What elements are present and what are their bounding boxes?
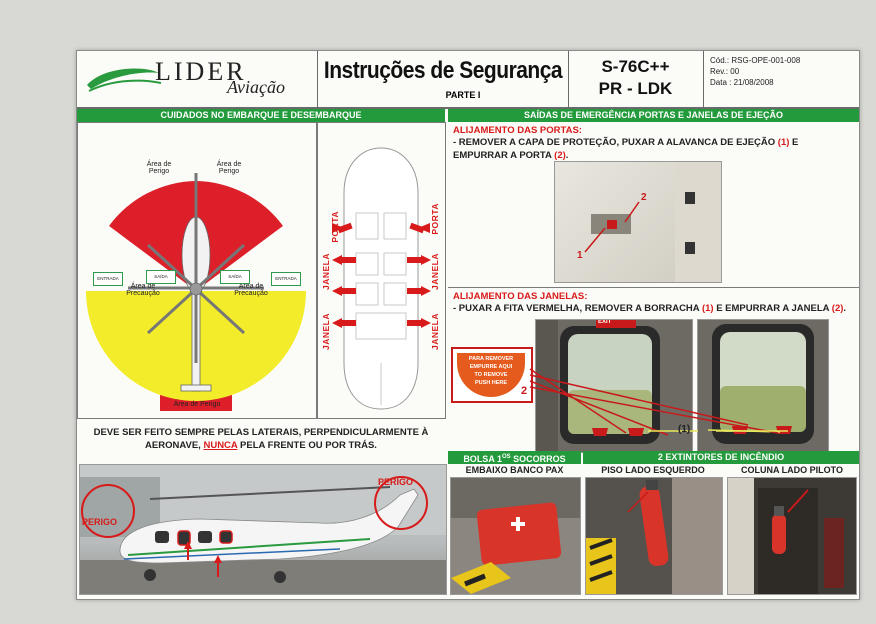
- cabin-label-window-left-top: JANELA: [321, 253, 331, 291]
- title-block: Instruções de Segurança PARTE I: [318, 51, 568, 107]
- cabin-label-door-right: PORTA: [430, 203, 440, 235]
- logo-sub-text: Aviação: [227, 77, 285, 97]
- window-num-1: (1): [701, 303, 714, 314]
- door-photo-mark-1: 1: [577, 250, 583, 261]
- logo-main-text: LIDER: [155, 57, 247, 86]
- document-code: Cód.: RSG-OPE-001-008: [710, 56, 801, 65]
- door-text-a: - REMOVER A CAPA DE PROTEÇÃO, PUXAR A AL…: [453, 137, 778, 148]
- window-text-a: - PUXAR A FITA VERMELHA, REMOVER A BORRA…: [453, 303, 702, 314]
- danger-zone-label-right: Área de Perigo: [216, 161, 242, 175]
- first-aid-kit-photo: [450, 477, 581, 595]
- cabin-label-window-right-bottom: JANELA: [430, 313, 440, 351]
- danger-zone-label-left: Área de Perigo: [146, 161, 172, 175]
- danger-label-rear: PERIGO: [378, 477, 414, 487]
- first-aid-title-end: SOCORROS: [510, 454, 566, 464]
- entrance-arrow-left: ENTRADA: [93, 272, 123, 286]
- sticker-line-4: PUSH HERE: [474, 380, 508, 386]
- first-aid-section-title: BOLSA 1OS SOCORROS: [448, 451, 581, 464]
- window-photo-mark-1: (1): [678, 424, 691, 435]
- first-aid-title-start: BOLSA 1: [463, 454, 502, 464]
- window-jettison-text: - PUXAR A FITA VERMELHA, REMOVER A BORRA…: [453, 302, 853, 315]
- warning-text-end: PELA FRENTE OU POR TRÁS.: [237, 440, 377, 451]
- part-label: PARTE I: [445, 90, 481, 100]
- door-lever-photo: 1 2: [554, 161, 722, 283]
- danger-label-front: PERIGO: [82, 517, 118, 527]
- model-name: S-76C++: [601, 57, 670, 76]
- safety-zone-diagram: Área de Perigo Área de Perigo Área de Pr…: [77, 122, 317, 419]
- sticker-line-2: EMPURRE AQUI: [469, 364, 513, 370]
- window-text-c: .: [843, 303, 847, 314]
- cabin-label-door-left: PORTA: [330, 211, 340, 243]
- sticker-line-3: TO REMOVE: [474, 372, 508, 378]
- sticker-mark-2: 2: [521, 385, 528, 397]
- window-jettison-instructions: ALIJAMENTO DAS JANELAS: - PUXAR A FITA V…: [453, 291, 853, 315]
- logo: LIDER Aviação: [77, 51, 317, 107]
- warning-text-start: DEVE SER FEITO SEMPRE PELAS LATERAIS, PE…: [93, 427, 429, 451]
- door-text-b: E EMPURRAR A PORTA: [453, 137, 799, 161]
- model-block: S-76C++ PR - LDK: [568, 51, 703, 107]
- floor-extinguisher-photo: [585, 477, 723, 595]
- window-callout-lines: [529, 368, 788, 436]
- document-info: Cód.: RSG-OPE-001-008 Rev.: 00 Data : 21…: [704, 51, 859, 107]
- caption-floor-extinguisher: PISO LADO ESQUERDO: [601, 465, 705, 475]
- document-revision: Rev.: 00: [710, 67, 740, 76]
- danger-zone-label-bottom: Área de Perigo: [173, 401, 221, 408]
- exit-arrow-right: SAÍDA: [220, 270, 250, 284]
- exits-section-title: SAÍDAS DE EMERGÊNCIA PORTAS E JANELAS DE…: [448, 109, 859, 122]
- door-num-1: (1): [777, 137, 790, 148]
- entrance-arrow-right: ENTRADA: [271, 272, 301, 286]
- warning-never: NUNCA: [203, 440, 238, 451]
- cabin-layout-diagram: JANELA JANELA PORTA JANELA JANELA PORTA: [317, 122, 446, 419]
- cabin-label-window-right-top: JANELA: [430, 253, 440, 291]
- door-jettison-text: - REMOVER A CAPA DE PROTEÇÃO, PUXAR A AL…: [453, 136, 853, 162]
- door-jettison-instructions: ALIJAMENTO DAS PORTAS: - REMOVER A CAPA …: [453, 125, 853, 162]
- exit-sign: EXIT: [598, 319, 612, 325]
- first-aid-title-sup: OS: [501, 454, 511, 460]
- door-text-c: .: [565, 150, 569, 161]
- door-photo-mark-2: 2: [641, 192, 647, 203]
- caption-column-extinguisher: COLUNA LADO PILOTO: [741, 465, 843, 475]
- document-date: Data : 21/08/2008: [710, 78, 774, 87]
- header: LIDER Aviação Instruções de Segurança PA…: [77, 51, 859, 109]
- registration: PR - LDK: [598, 79, 673, 98]
- swoosh-logo-icon: [87, 68, 161, 92]
- page-title: Instruções de Segurança: [323, 57, 563, 84]
- column-extinguisher-photo: [727, 477, 857, 595]
- window-num-2: (2): [831, 303, 844, 314]
- exit-arrow-left: SAÍDA: [146, 270, 176, 284]
- door-jettison-title: ALIJAMENTO DAS PORTAS:: [453, 125, 582, 136]
- extinguisher-section-title: 2 EXTINTORES DE INCÊNDIO: [583, 451, 859, 464]
- helicopter-photo: PERIGO PERIGO: [79, 464, 447, 595]
- window-text-b: E EMPURRAR A JANELA: [713, 303, 832, 314]
- window-jettison-title: ALIJAMENTO DAS JANELAS:: [453, 291, 588, 302]
- caution-zone-label-right: Área de Precaução: [234, 283, 268, 297]
- boarding-section-title: CUIDADOS NO EMBARQUE E DESEMBARQUE: [77, 109, 445, 122]
- caption-first-aid-location: EMBAIXO BANCO PAX: [465, 465, 564, 475]
- sticker-line-1: PARA REMOVER: [468, 356, 514, 362]
- safety-card: LIDER Aviação Instruções de Segurança PA…: [76, 50, 860, 600]
- cabin-label-window-left-bottom: JANELA: [321, 313, 331, 351]
- window-photo-left: EXIT: [535, 319, 693, 453]
- caution-zone-label-left: Área de Precaução: [126, 283, 160, 297]
- boarding-warning: DEVE SER FEITO SEMPRE PELAS LATERAIS, PE…: [77, 426, 445, 452]
- remove-sticker-closeup: PARA REMOVER EMPURRE AQUI TO REMOVE PUSH…: [451, 347, 533, 403]
- door-num-2: (2): [554, 150, 566, 161]
